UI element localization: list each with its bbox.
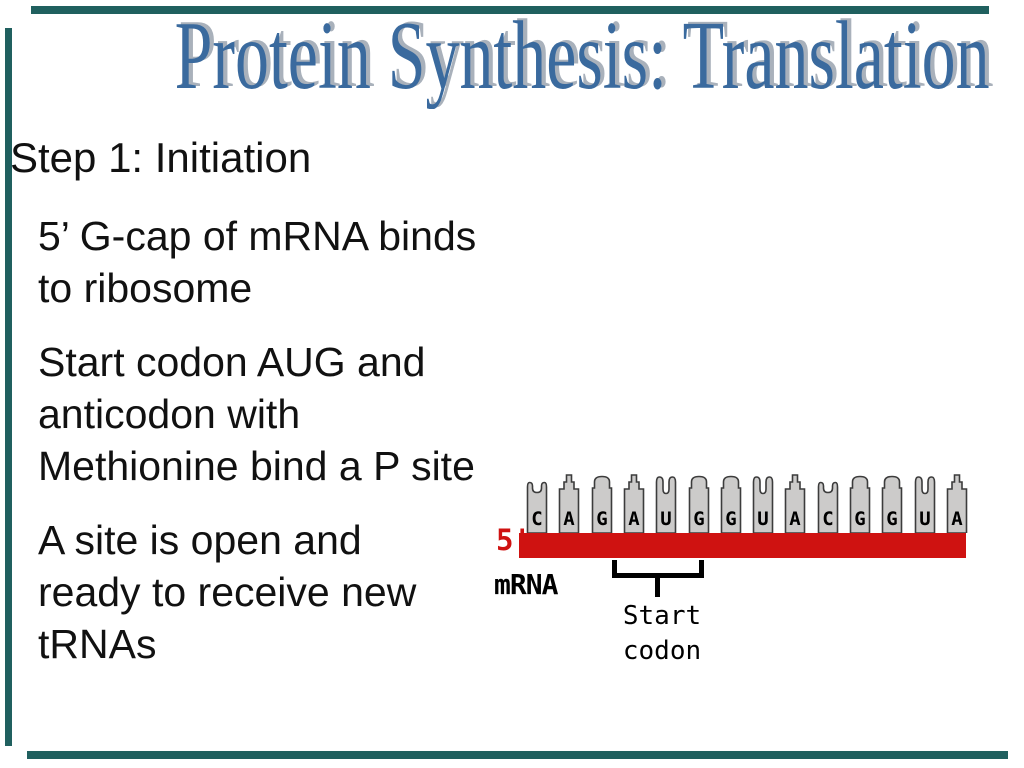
- nucleotide-letter: G: [854, 508, 866, 530]
- start-codon-bracket-right-tick: [699, 560, 704, 578]
- nucleotide-a-shape-icon: [623, 474, 645, 533]
- nucleotide: A: [784, 473, 806, 533]
- nucleotide: U: [655, 473, 677, 533]
- nucleotide: C: [817, 473, 839, 533]
- step-heading: Step 1: Initiation: [10, 134, 312, 181]
- nucleotide-letter: A: [563, 508, 575, 530]
- nucleotide-letter: U: [919, 508, 931, 530]
- nucleotide-letter: A: [789, 508, 801, 530]
- nucleotide-letter: A: [951, 508, 963, 530]
- nucleotide: G: [881, 473, 903, 533]
- title-area: Protein Synthesis: Translation: [0, 6, 990, 105]
- bullet-paragraph: A site is open and ready to receive new …: [38, 517, 417, 667]
- start-codon-bracket-stem: [655, 578, 660, 597]
- nucleotide: U: [752, 473, 774, 533]
- nucleotide-letter: G: [693, 508, 705, 530]
- top-border-line: [31, 6, 989, 14]
- nucleotide-g-shape-icon: [688, 475, 710, 533]
- nucleotide-a-shape-icon: [784, 474, 806, 533]
- start-codon-bracket: [612, 573, 704, 578]
- nucleotide: G: [591, 473, 613, 533]
- nucleotide-row: C A G A U G G: [526, 473, 970, 533]
- nucleotide: A: [946, 473, 968, 533]
- bullet-paragraph: 5’ G-cap of mRNA binds to ribosome: [38, 213, 477, 311]
- bottom-border-line: [27, 751, 1008, 759]
- nucleotide: A: [623, 473, 645, 533]
- nucleotide-u-shape-icon: [914, 476, 936, 533]
- nucleotide-g-shape-icon: [720, 475, 742, 533]
- nucleotide-letter: U: [757, 508, 769, 530]
- mrna-strand-bar: [519, 533, 966, 558]
- nucleotide-a-shape-icon: [946, 474, 968, 533]
- nucleotide-letter: A: [628, 508, 640, 530]
- start-codon-label: Start codon: [622, 601, 702, 666]
- nucleotide: G: [849, 473, 871, 533]
- nucleotide: G: [720, 473, 742, 533]
- start-codon-bracket-left-tick: [612, 560, 617, 578]
- nucleotide-u-shape-icon: [655, 476, 677, 533]
- slide-title: Protein Synthesis: Translation: [174, 2, 990, 109]
- nucleotide-letter: C: [822, 508, 834, 530]
- left-border-line: [5, 28, 12, 746]
- nucleotide-g-shape-icon: [881, 475, 903, 533]
- bullet-list: 5’ G-cap of mRNA binds to ribosome Start…: [38, 210, 558, 692]
- nucleotide-g-shape-icon: [849, 475, 871, 533]
- nucleotide-letter: G: [725, 508, 737, 530]
- nucleotide: A: [558, 473, 580, 533]
- nucleotide: U: [914, 473, 936, 533]
- nucleotide-g-shape-icon: [591, 475, 613, 533]
- bullet-paragraph: Start codon AUG and anticodon with Methi…: [38, 339, 475, 489]
- nucleotide-a-shape-icon: [558, 474, 580, 533]
- nucleotide-letter: G: [886, 508, 898, 530]
- nucleotide: G: [688, 473, 710, 533]
- nucleotide-c-shape-icon: [817, 481, 839, 533]
- nucleotide-letter: G: [596, 508, 608, 530]
- nucleotide-u-shape-icon: [752, 476, 774, 533]
- nucleotide-letter: U: [660, 508, 672, 530]
